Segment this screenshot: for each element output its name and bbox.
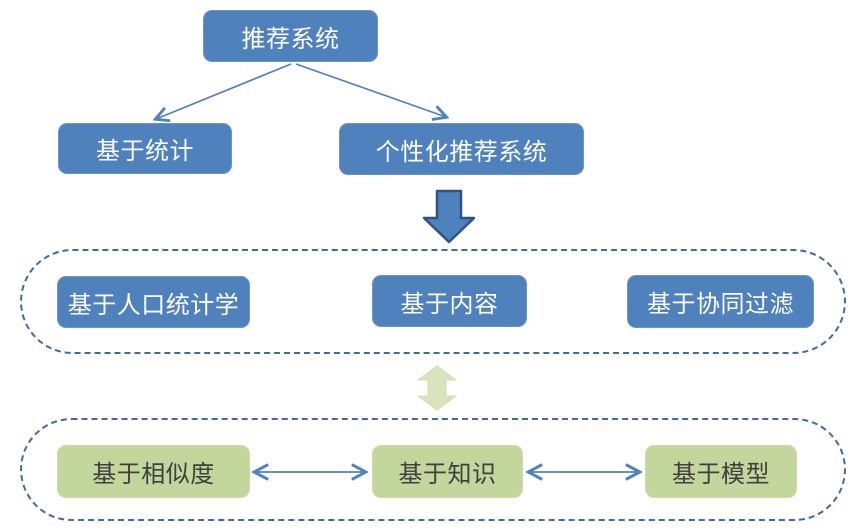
node-recommendation-system: 推荐系统 [203,10,378,62]
node-similarity-based: 基于相似度 [57,445,250,498]
personalized-types-group-container [20,249,846,354]
node-personalized-recommendation: 个性化推荐系统 [339,123,584,175]
node-label: 基于统计 [96,138,194,165]
node-label: 基于模型 [672,461,770,488]
node-label: 推荐系统 [241,25,340,53]
node-content-based: 基于内容 [372,275,527,327]
method-types-group-container [20,418,846,521]
node-label: 基于知识 [398,461,497,488]
down-block-arrow-icon [422,189,476,244]
node-demographic-based: 基于人口统计学 [57,276,250,328]
node-model-based: 基于模型 [645,445,797,498]
node-label: 基于相似度 [92,461,215,488]
up-down-arrow-icon [417,365,457,411]
node-statistics-based: 基于统计 [58,123,232,174]
node-label: 基于内容 [400,290,499,318]
node-collaborative-filtering: 基于协同过滤 [627,275,814,328]
node-label: 基于协同过滤 [647,291,794,318]
root-to-personalized-arrow [295,63,446,117]
root-to-statistics-arrow [156,63,292,119]
node-label: 个性化推荐系统 [375,138,548,166]
node-label: 基于人口统计学 [67,291,240,319]
node-knowledge-based: 基于知识 [372,445,523,498]
